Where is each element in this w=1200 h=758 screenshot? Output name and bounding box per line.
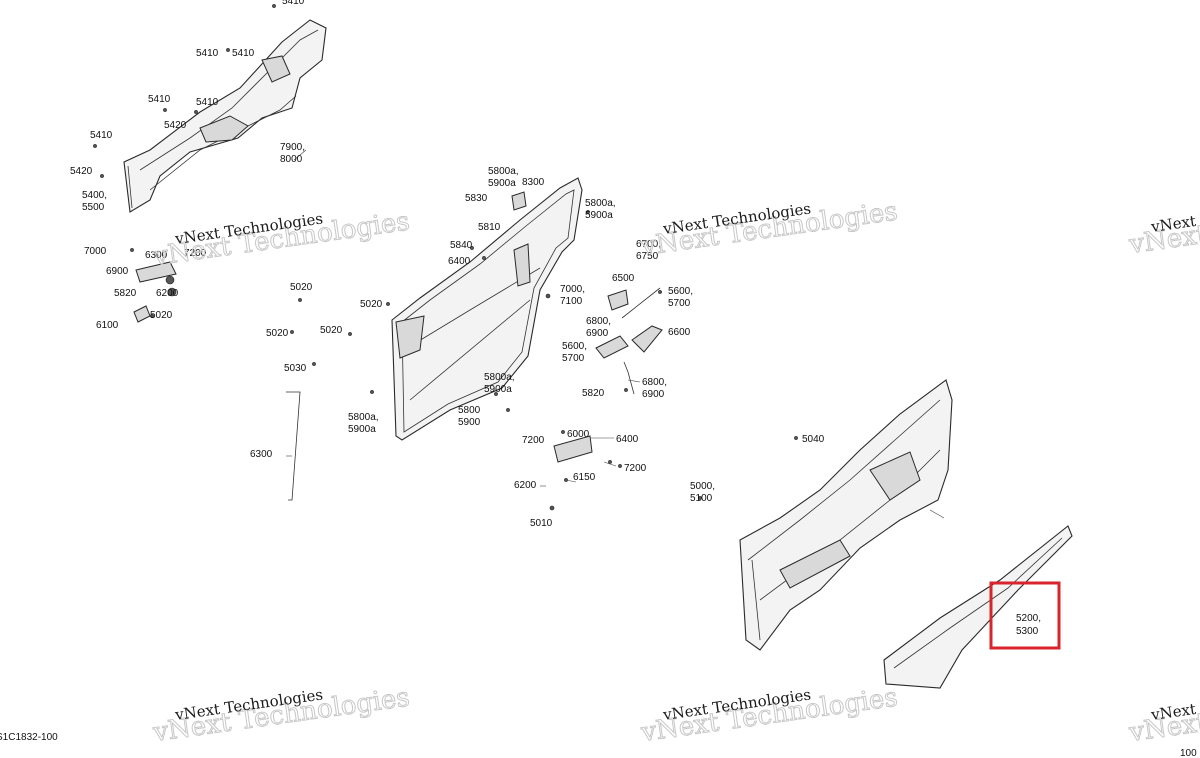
callout-label: 5810: [478, 222, 501, 233]
callout-label: 6200: [514, 480, 537, 491]
callout-label: 5020: [266, 328, 289, 339]
callout-label: 5410: [232, 48, 255, 59]
callout-label: 7200: [184, 248, 207, 259]
callout-label: 6900: [106, 266, 129, 277]
callout-label: 5020: [150, 310, 173, 321]
callout-label: 6800,6900: [642, 377, 667, 400]
callout-label: 5030: [284, 363, 307, 374]
door-rod: [621, 287, 661, 319]
leader-lines: [286, 149, 945, 519]
callout-label: 5020: [360, 299, 383, 310]
callout-label: 6150: [573, 472, 596, 483]
callout-label: 6400: [448, 256, 471, 267]
latch-assembly-left: [133, 261, 177, 323]
callout-label: 7000: [84, 246, 107, 257]
door-side-trim-panel: [883, 525, 1073, 689]
page-edge-number: 100: [1180, 748, 1197, 758]
callout-label: 5800a,5900a: [348, 412, 379, 435]
callout-label: 5830: [465, 193, 488, 204]
callout-label: 6300: [145, 250, 168, 261]
callout-label: 6800,6900: [586, 316, 611, 339]
door-outer-panel: [739, 379, 953, 651]
watermark-text: vNext Technologies: [1149, 685, 1200, 724]
callout-label: 6400: [616, 434, 639, 445]
callout-label: 8300: [522, 177, 545, 188]
door-cable: [623, 361, 635, 395]
callout-label: 5800a,5900a: [484, 372, 515, 395]
highlighted-callout-line-1: 5200,: [1016, 613, 1041, 624]
callout-label: 7200: [624, 463, 647, 474]
callout-labels: 5410 5410 5410 5410 5420 5410 5410 5420 5400,550…: [70, 0, 825, 529]
callout-label: 6100: [96, 320, 119, 331]
callout-label: 5040: [802, 434, 825, 445]
highlight-box: [989, 581, 1061, 650]
door-inner-panel: [123, 19, 327, 213]
callout-label: 5800a,5900a: [585, 198, 616, 221]
callout-label: 5020: [320, 325, 343, 336]
highlighted-callout-line-2: 5300: [1016, 626, 1039, 637]
callout-label: 5420: [70, 166, 93, 177]
callout-label: 7200: [522, 435, 545, 446]
callout-label: 5400,5500: [82, 190, 107, 213]
callout-label: 7000,7100: [560, 284, 585, 307]
hardware-fasteners: [93, 4, 798, 511]
callout-label: 5010: [530, 518, 553, 529]
callout-label: 5420: [164, 120, 187, 131]
watermark-text: vNext Technologies: [1149, 197, 1200, 236]
door-check-strap: [286, 391, 301, 501]
callout-label: 5820: [582, 388, 605, 399]
callout-label: 5410: [196, 48, 219, 59]
callout-label: 5410: [148, 94, 171, 105]
callout-label: 6200: [156, 288, 179, 299]
callout-label: 5840: [450, 240, 473, 251]
callout-label: 6500: [612, 273, 635, 284]
callout-label: 5820: [114, 288, 137, 299]
diagram-code: S1C1832-100: [0, 732, 58, 743]
callout-label: 6600: [668, 327, 691, 338]
callout-label: 5800a,5900a: [488, 166, 519, 189]
callout-label: 5410: [90, 130, 113, 141]
callout-label: 5000,5100: [690, 481, 715, 504]
callout-label: 7900,8000: [280, 142, 305, 165]
callout-label: 5410: [196, 97, 219, 108]
callout-label: 5600,5700: [562, 341, 587, 364]
callout-label: 5600,5700: [668, 286, 693, 309]
callout-label: 6700,6750: [636, 239, 661, 262]
callout-label: 6300: [250, 449, 273, 460]
handle-assembly-center: [511, 191, 663, 463]
door-frame: [391, 177, 583, 441]
callout-label: 5410: [282, 0, 305, 7]
callout-label: 5020: [290, 282, 313, 293]
callout-label: 6000: [567, 429, 590, 440]
